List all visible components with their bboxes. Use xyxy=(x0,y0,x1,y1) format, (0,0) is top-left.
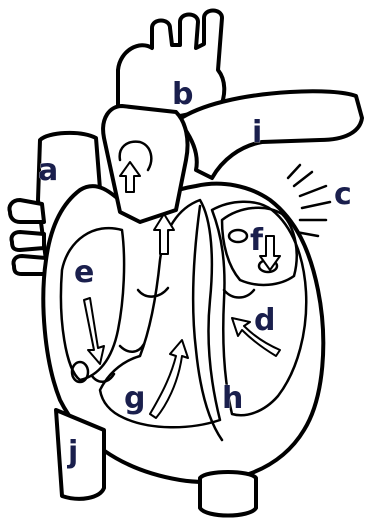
label-g: g xyxy=(124,381,145,416)
label-i: i xyxy=(252,115,262,150)
label-h: h xyxy=(222,381,243,416)
label-e: e xyxy=(74,255,94,290)
label-f: f xyxy=(250,223,264,258)
label-b: b xyxy=(172,77,193,112)
descending-aorta xyxy=(200,472,256,516)
label-a: a xyxy=(38,153,58,188)
label-c: c xyxy=(334,177,352,212)
label-d: d xyxy=(254,303,275,338)
label-j: j xyxy=(67,435,78,470)
